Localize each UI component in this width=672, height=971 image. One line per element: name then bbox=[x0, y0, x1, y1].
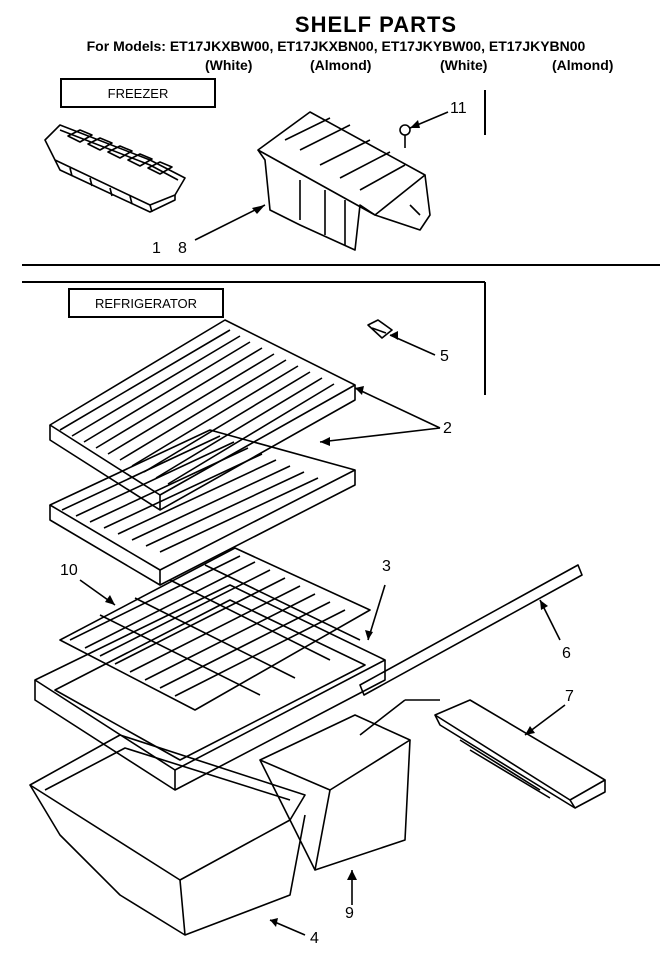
variant-label-4: (Almond) bbox=[552, 57, 614, 73]
leader-2a bbox=[354, 387, 441, 429]
callout-5: 5 bbox=[440, 348, 449, 365]
leader-2b bbox=[319, 427, 441, 443]
arrow-10 bbox=[105, 595, 115, 605]
callout-11: 11 bbox=[450, 100, 467, 117]
crisper-drawer-small bbox=[259, 714, 411, 871]
refrigerator-label-box: REFRIGERATOR bbox=[68, 288, 224, 318]
arrow-9 bbox=[347, 870, 357, 880]
leader-8 bbox=[194, 204, 266, 241]
crisper-drawer-large bbox=[29, 734, 306, 936]
variant-label-2: (Almond) bbox=[310, 57, 372, 73]
arrow-7 bbox=[525, 726, 535, 735]
freezer-label-box: FREEZER bbox=[60, 78, 216, 108]
callout-6: 6 bbox=[562, 645, 571, 662]
callout-7: 7 bbox=[565, 688, 574, 705]
freezer-shelf-part bbox=[257, 111, 431, 251]
callout-3: 3 bbox=[382, 558, 391, 575]
leader-7-bracket bbox=[359, 699, 440, 736]
leader-3 bbox=[367, 584, 386, 641]
crisper-cover-part bbox=[34, 584, 386, 791]
arrow-3 bbox=[365, 630, 373, 640]
arrow-4 bbox=[270, 918, 278, 927]
arrow-11 bbox=[410, 120, 420, 128]
models-line: For Models: ET17JKXBW00, ET17JKXBN00, ET… bbox=[86, 38, 586, 54]
freezer-label: FREEZER bbox=[107, 85, 169, 101]
refrigerator-label: REFRIGERATOR bbox=[94, 295, 198, 311]
screw-part bbox=[399, 124, 411, 148]
callout-10: 10 bbox=[60, 562, 78, 579]
arrow-5 bbox=[390, 331, 398, 340]
arrow-8 bbox=[252, 205, 265, 214]
callout-4: 4 bbox=[310, 930, 319, 947]
strip-part bbox=[359, 564, 583, 696]
wire-shelf-lower bbox=[49, 429, 356, 586]
arrow-2a bbox=[355, 386, 364, 395]
control-housing-part bbox=[434, 699, 606, 809]
grille-shelf-part bbox=[59, 547, 371, 711]
callout-9: 9 bbox=[345, 905, 354, 922]
arrow-6 bbox=[540, 600, 548, 610]
variant-label-3: (White) bbox=[440, 57, 488, 73]
ice-tray-part bbox=[44, 124, 186, 213]
arrow-2b bbox=[320, 437, 330, 446]
callout-1: 1 bbox=[152, 240, 161, 257]
variant-label-1: (White) bbox=[205, 57, 253, 73]
page-title: SHELF PARTS bbox=[294, 12, 458, 37]
callout-2: 2 bbox=[443, 420, 452, 437]
clip-part bbox=[367, 319, 393, 339]
callout-8: 8 bbox=[178, 240, 187, 257]
